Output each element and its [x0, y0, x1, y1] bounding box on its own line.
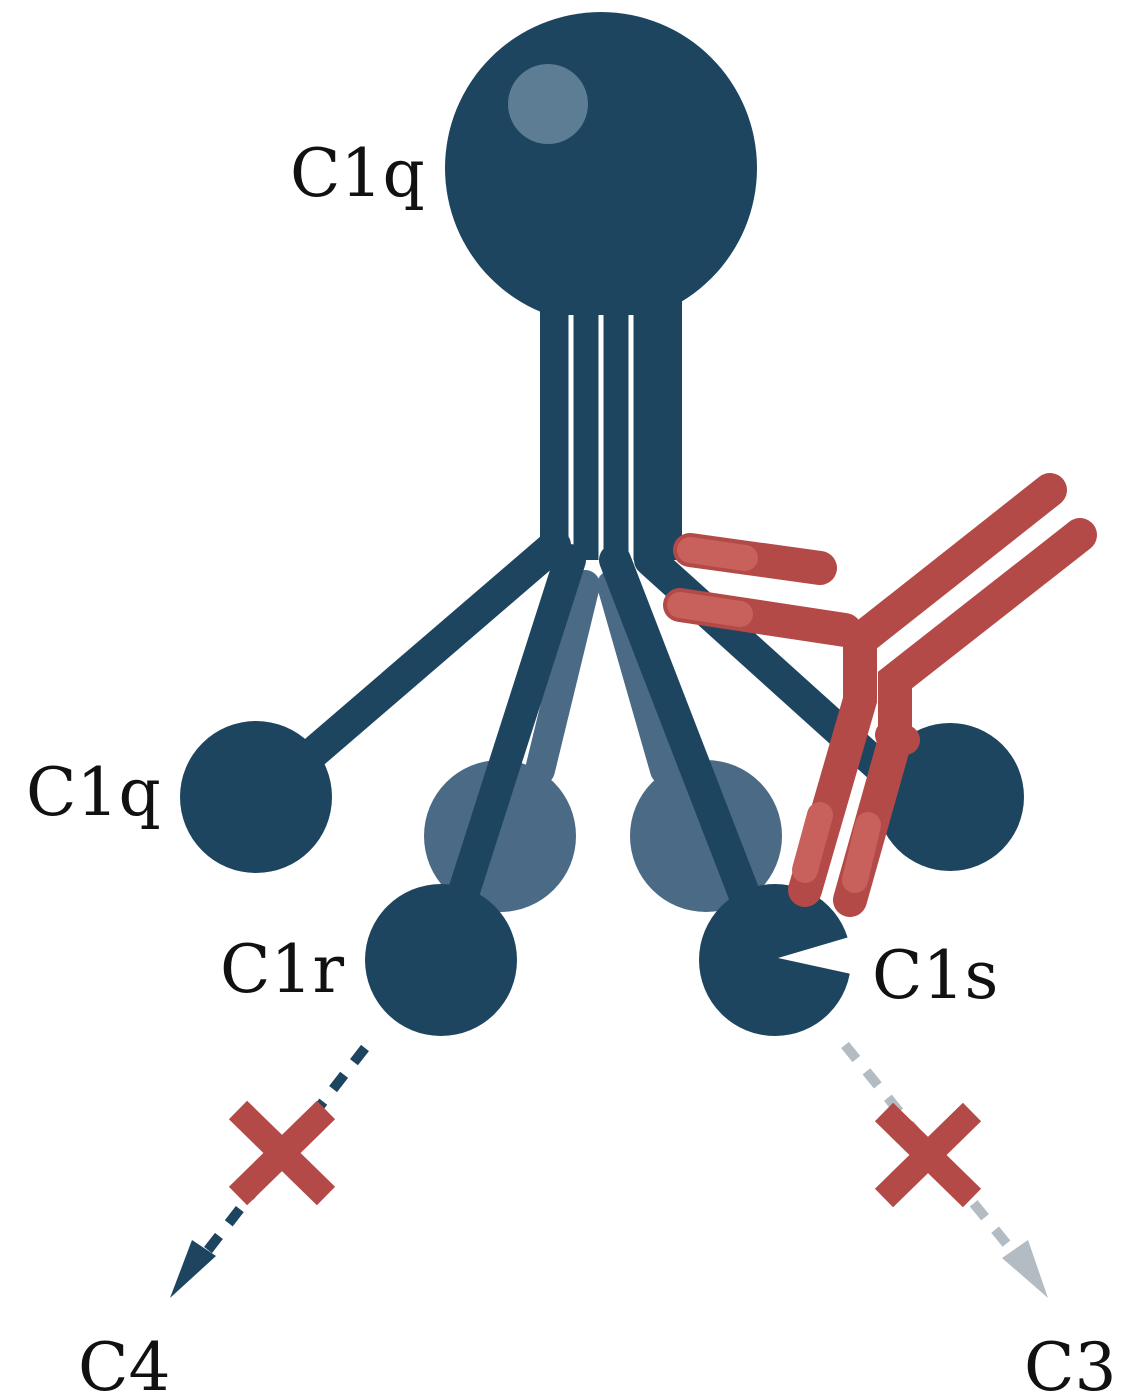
antibody-light-3: [805, 815, 820, 870]
antibody-hinge-left: [890, 735, 905, 740]
c1q-head: [445, 12, 757, 560]
cross-mark-icon: [238, 1110, 326, 1196]
label-c4: C4: [78, 1329, 171, 1397]
antibody-light-4: [855, 825, 868, 880]
arrow-c3-head: [1002, 1240, 1048, 1298]
label-c1q-head: C1q: [290, 135, 425, 212]
antibody-light-1: [690, 550, 745, 558]
antibody-light-2: [680, 605, 740, 614]
label-c3: C3: [1024, 1329, 1117, 1397]
c1q-head-sphere: [445, 12, 757, 324]
cross-mark-icon: [884, 1112, 972, 1198]
c1q-head-highlight: [508, 64, 588, 144]
label-c1r: C1r: [220, 931, 344, 1008]
label-c1s: C1s: [872, 937, 998, 1014]
lobe-c1r: [365, 884, 517, 1036]
label-c1q-arm: C1q: [26, 754, 161, 831]
blocked-markers: [238, 1110, 972, 1198]
lobe-c1q-left: [180, 721, 332, 873]
